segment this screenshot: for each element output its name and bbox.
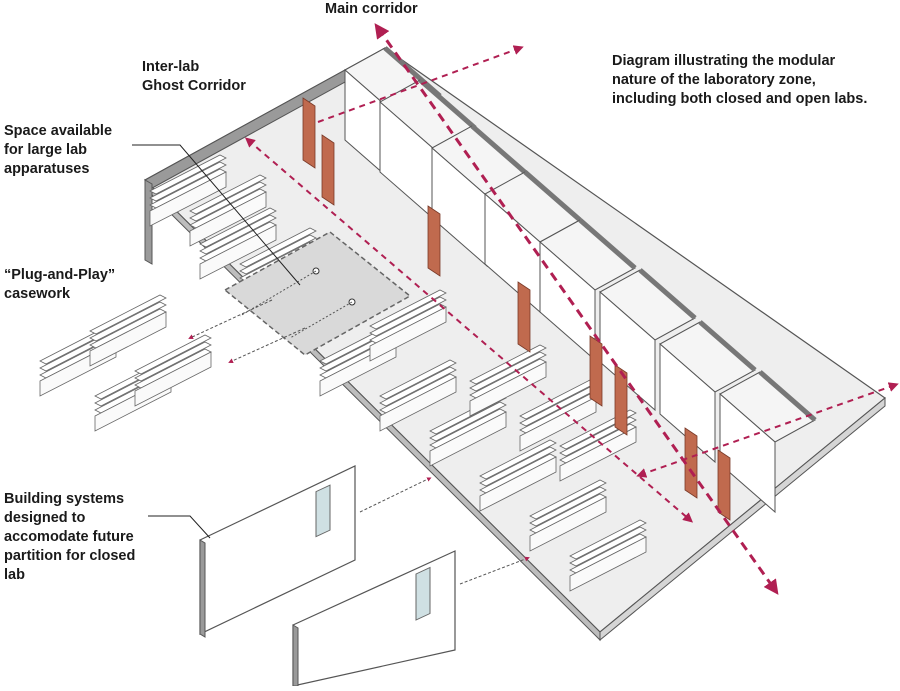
casework-base [134,351,212,407]
ghost-corridor-label: Inter-lab Ghost Corridor [142,59,246,94]
cross-corridor-arrow-upper [317,45,524,123]
main-corridor-label: Main corridor [325,1,418,17]
cross-corridor-arrow-lower [636,382,899,478]
projection-arrow-2 [228,327,306,364]
open-lab-bench [149,154,227,227]
diagram-description: Diagram illustrating the modular nature … [612,53,868,107]
main-corridor-arrow [374,23,779,595]
leader-space-available [132,144,301,286]
accent-wall-panel [321,134,335,206]
projection-arrow-4 [459,556,530,585]
casework-shelf [149,154,227,195]
plug-and-play-bench [89,294,167,367]
accent-wall-panel [302,97,316,169]
projection-arrow-3 [359,477,432,513]
plug-and-play-label: “Plug-and-Play” casework [4,267,116,302]
casework-shelf [89,301,167,342]
plug-and-play-casework-exploded [39,294,212,432]
casework-shelf [134,341,212,382]
space-available-label: Space available for large lab apparatuse… [4,123,113,177]
accent-wall-panel [517,281,531,353]
plug-and-play-bench [134,334,212,407]
outer-wall-front-left [144,179,153,265]
casework-base [89,311,167,367]
casework-base [149,171,227,227]
casework-shelf [134,334,212,375]
ghost-corridor-arrow [244,137,694,523]
leader-building-systems [148,515,211,539]
projection-arrow-1 [188,299,273,340]
partition-panel-2 [292,550,456,687]
partition-panel-1 [199,465,356,638]
accent-wall-panel [427,205,441,277]
casework-shelf [89,294,167,335]
building-systems-label: Building systems designed to accomodate … [4,491,136,583]
casework-shelf [149,161,227,202]
accent-wall-panel [589,335,603,407]
